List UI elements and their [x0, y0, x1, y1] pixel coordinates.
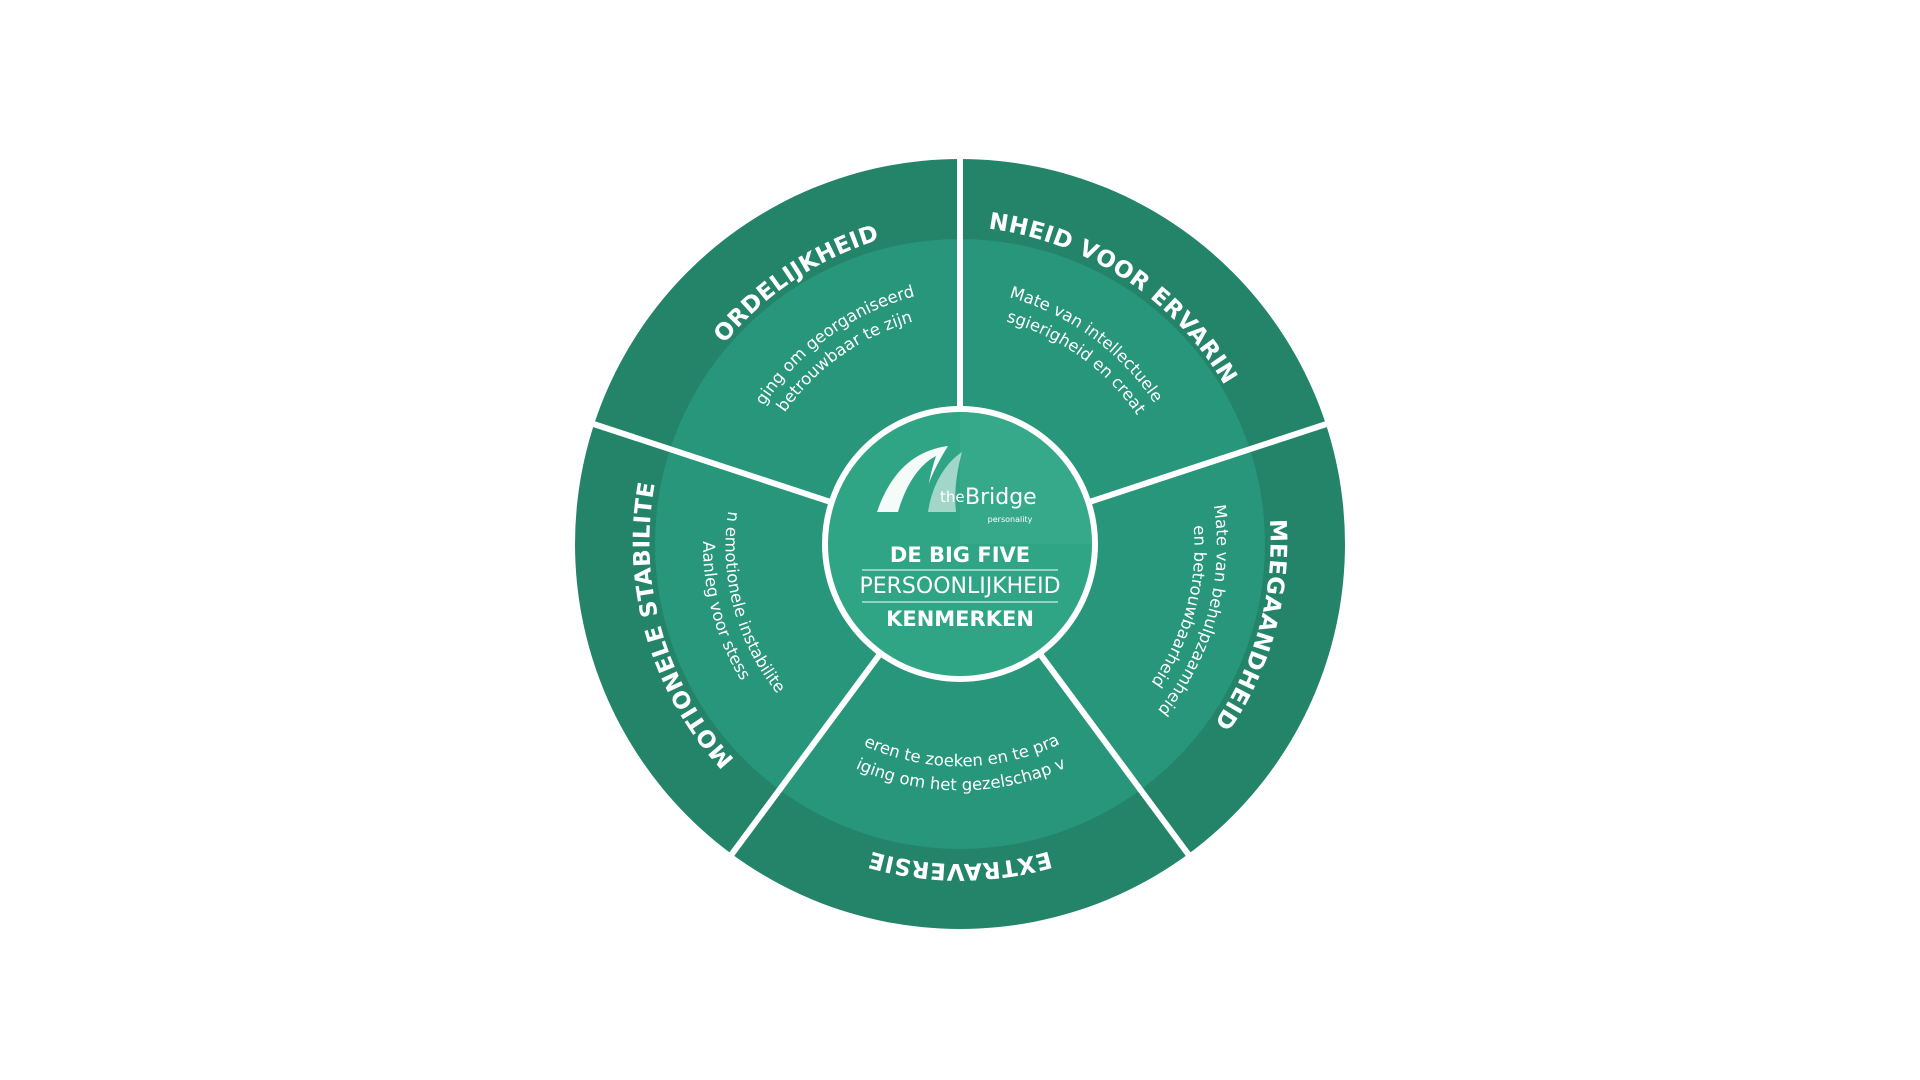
- bridge-arch-icon: [928, 452, 962, 512]
- center-highlight: [960, 412, 1092, 544]
- center-title-line2: PERSOONLIJKHEID: [859, 574, 1060, 599]
- logo-subtitle: personality: [988, 515, 1033, 524]
- logo-name: Bridge: [965, 485, 1037, 510]
- divider-line: [721, 651, 884, 868]
- center-title-line3: KENMERKEN: [886, 607, 1034, 631]
- bridge-arch-icon: [898, 456, 936, 512]
- bridge-logo: the Bridge personality: [877, 446, 1037, 524]
- center-title-line1: DE BIG FIVE: [890, 543, 1030, 567]
- logo-prefix: the: [940, 488, 965, 506]
- divider-line: [1036, 651, 1199, 868]
- divider-line: [1087, 416, 1341, 506]
- divider-line: [579, 416, 833, 506]
